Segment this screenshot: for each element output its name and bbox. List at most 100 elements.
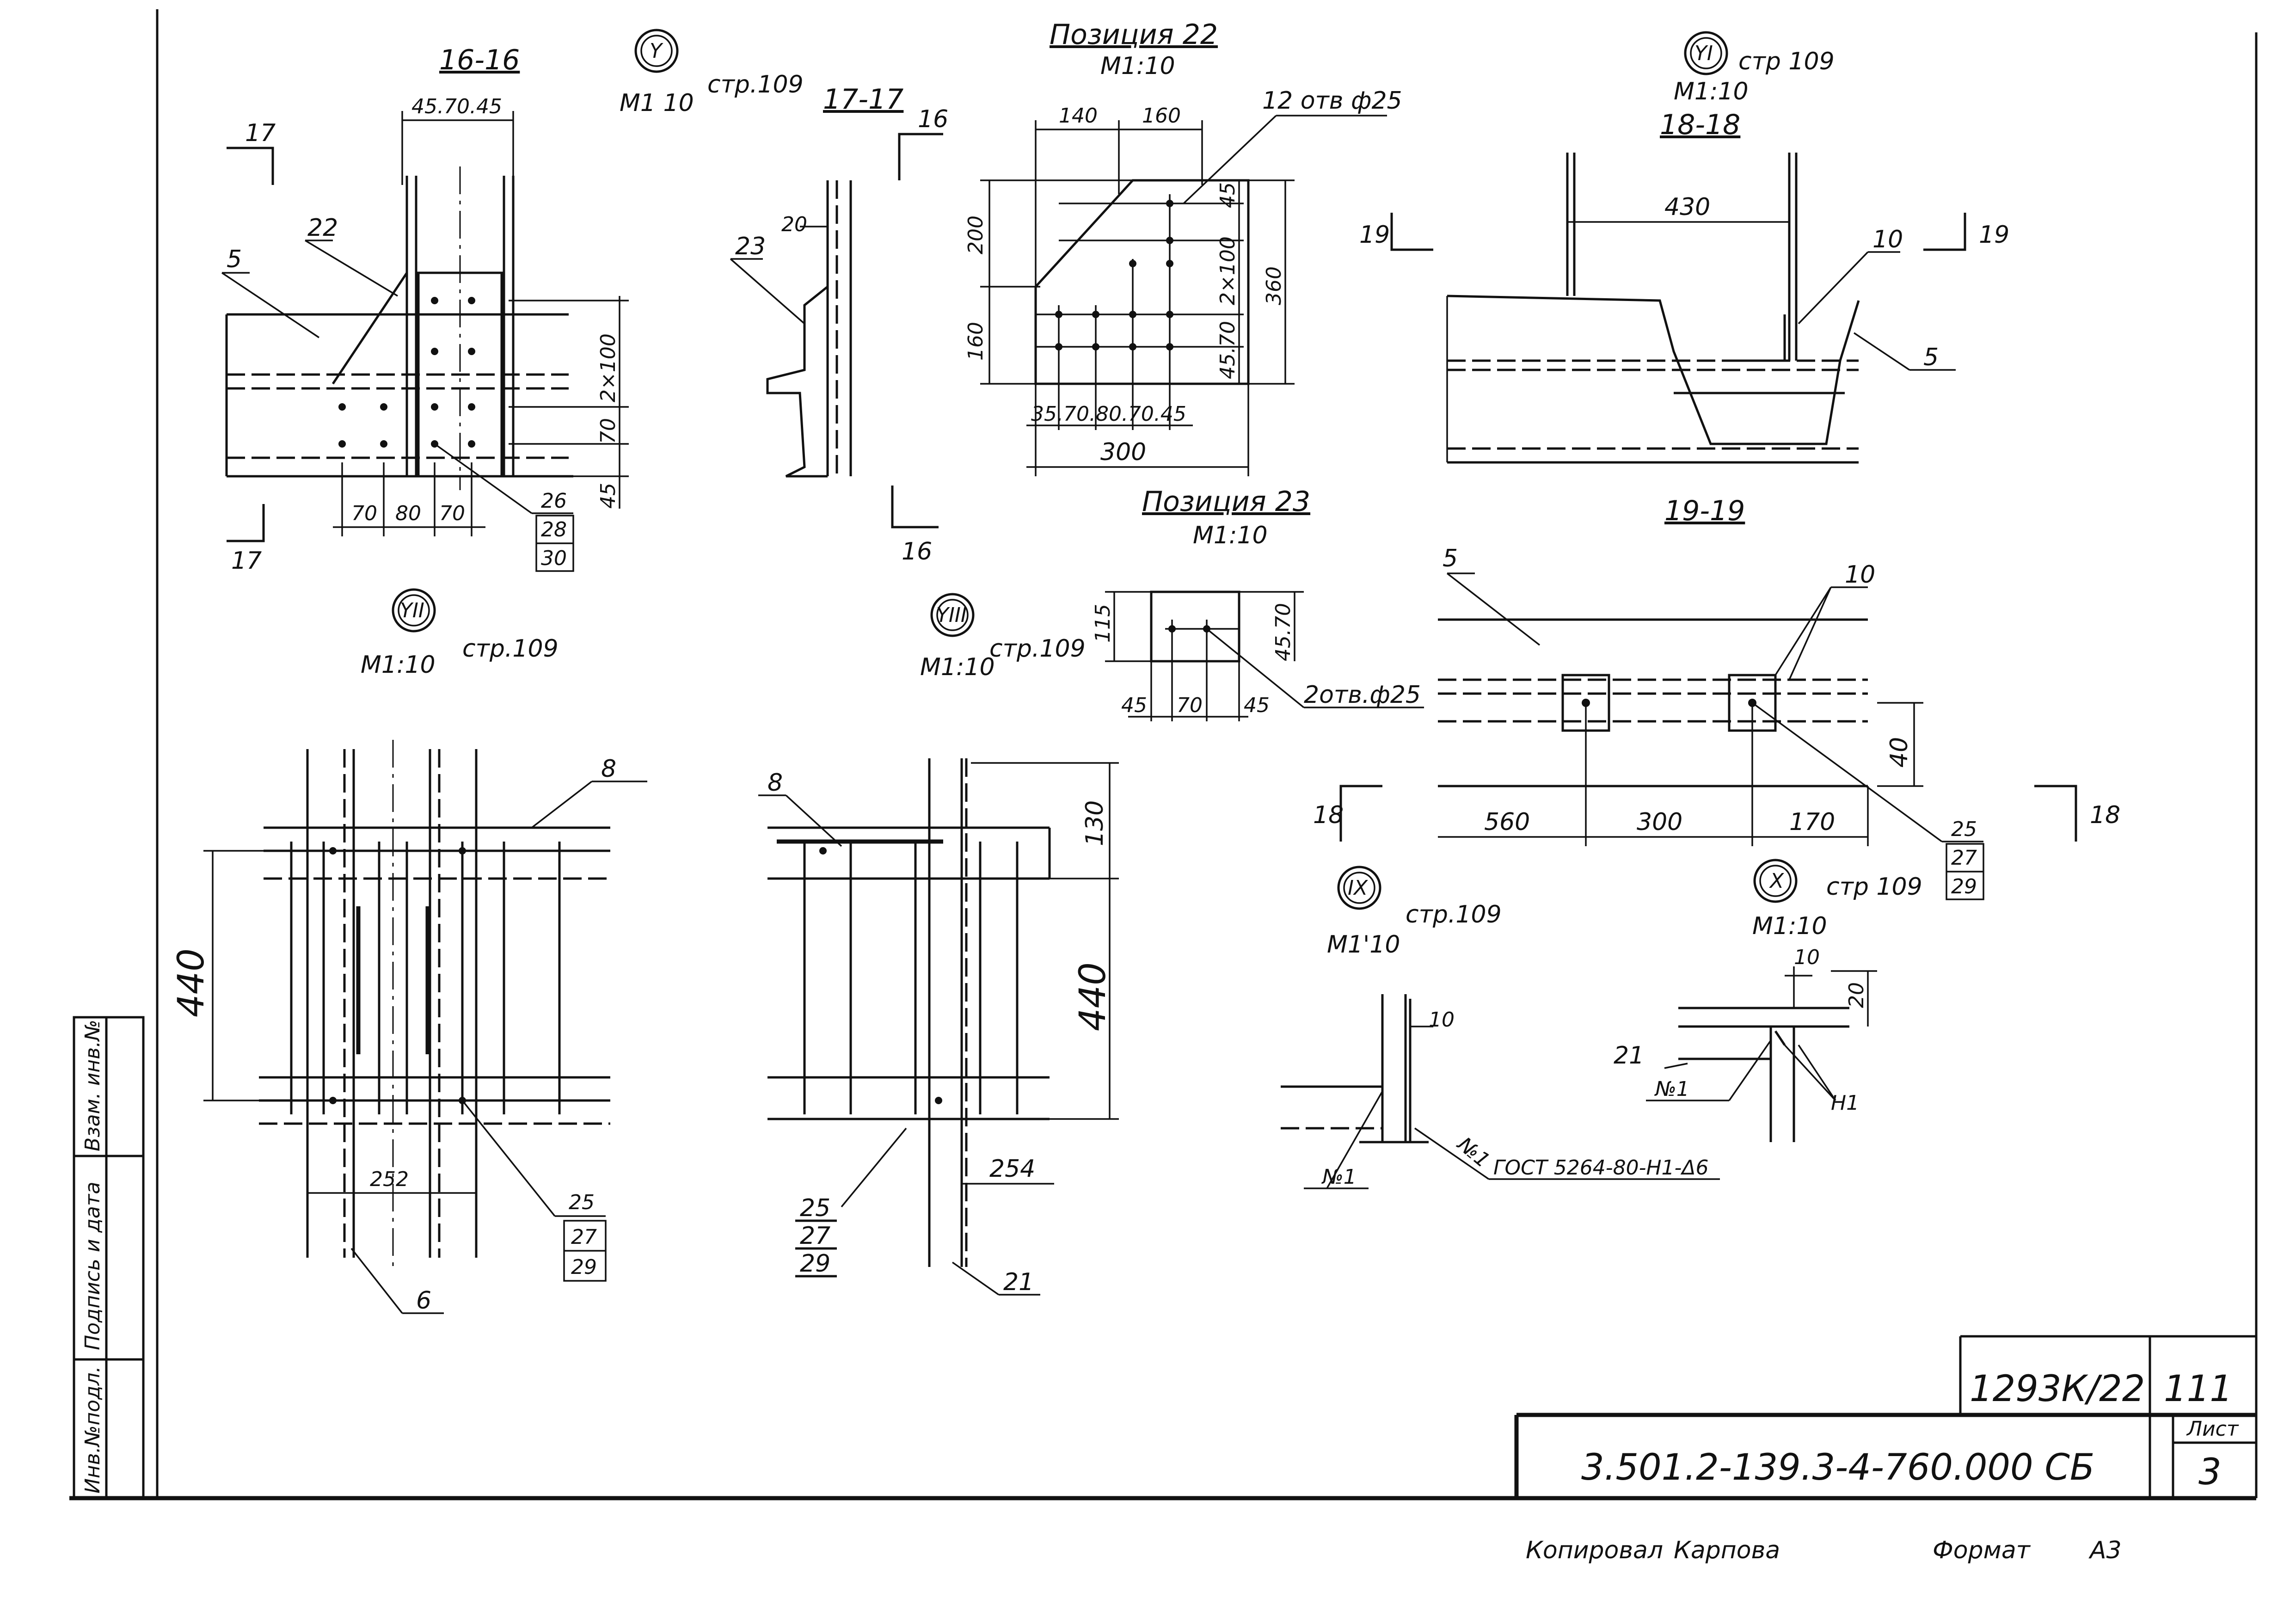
s19-dim-300: 300 [1637,808,1682,836]
p22-dim-160v: 160 [964,322,988,361]
position-23-title: Позиция 23 [1142,486,1310,518]
stack-16-c: 30 [541,547,567,570]
dim-16-top: 45.70.45 [411,95,502,118]
callout-VIII-scale: М1:10 [920,653,995,681]
part-23-label: 23 [735,233,766,260]
cut-19-left: 19 [1359,221,1390,249]
callout-VI-ref: стр 109 [1738,48,1835,75]
order-number: 1293К/22 [1970,1368,2145,1410]
callout-VI-numeral: YI [1694,42,1713,65]
stack-VIII-c: 29 [800,1250,830,1278]
detail-X: 10 20 21 №1 Н1 [1614,946,1877,1142]
side-stamp: Взам. инв.№ Подпись и дата Инв.№подл. [73,1016,145,1500]
cut-18-left: 18 [1313,801,1344,829]
section-18-title: 18-18 [1660,109,1740,141]
dim-16-70: 70 [596,418,620,444]
part-21-label-b: 21 [1614,1042,1644,1070]
section-17-17: 17-17 20 23 16 16 [730,83,948,566]
section-18-18: 18-18 430 10 5 19 19 [1359,109,2009,464]
p23-dim-4570: 45.70 [1271,603,1295,661]
callout-X-ref: стр 109 [1826,873,1922,901]
callout-X-scale: М1:10 [1752,912,1827,940]
stamp-sign-date: Подпись и дата [81,1182,104,1350]
stack-VIII-b: 27 [800,1222,830,1250]
document-code: 3.501.2-139.3-4-760.000 СБ [1581,1447,2094,1488]
part-22-label: 22 [307,214,338,242]
p22-dim-160: 160 [1142,104,1181,128]
stack-VII-b: 27 [571,1225,597,1249]
cut-16-top: 16 [918,105,948,133]
detail-VIII: 130 440 254 8 21 25 27 29 [758,758,1119,1296]
p23-dim-115: 115 [1091,604,1115,643]
callout-VII: YII стр.109 М1:10 [361,588,559,679]
weld-note: ГОСТ 5264-80-Н1-Δ6 [1493,1156,1709,1180]
section-17-title: 17-17 [823,83,903,116]
cut-19-right: 19 [1979,221,2009,249]
section-16-16: 16-16 45.70.45 2×100 70 45 [221,44,629,575]
n1-label-b: №1 [1452,1131,1495,1172]
cut-18-right: 18 [2090,801,2120,829]
d7-dim-252: 252 [370,1168,409,1191]
part-8-label-a: 8 [601,755,616,783]
stack-19-c: 29 [1951,875,1977,898]
dx-dim-20: 20 [1845,982,1868,1008]
sheet-label: Лист [2186,1417,2239,1441]
d9-dim-10: 10 [1429,1008,1455,1032]
callout-V-ref: стр.109 [707,71,804,98]
position-22-scale: М1:10 [1100,52,1175,80]
dim-16-45: 45 [596,483,620,509]
n1-label-c: Н1 [1831,1091,1859,1115]
p23-holes: 2отв.ф25 [1304,681,1421,709]
footer-copier: Карпова [1674,1537,1780,1564]
callout-VI: YI стр 109 М1:10 [1674,31,1835,105]
section-19-19: 19-19 5 10 560 300 170 40 25 27 29 [1313,495,2120,900]
callout-V: Y стр.109 М1 10 [620,29,804,117]
callout-X: X стр 109 М1:10 [1752,859,1922,940]
stack-16-b: 28 [541,518,567,541]
detail-VII: 440 252 8 6 25 27 29 [171,740,647,1315]
callout-VII-numeral: YII [400,599,424,622]
part-21-label-a: 21 [1003,1268,1034,1296]
cut-17-bottom: 17 [231,547,262,575]
stack-VIII-a: 25 [800,1194,830,1222]
callout-V-numeral: Y [650,39,663,63]
p23-dim-45b: 45 [1244,694,1270,717]
d8-dim-254: 254 [989,1155,1035,1183]
dim-16-b2: 80 [395,502,421,525]
p22-dim-140: 140 [1059,104,1098,128]
stack-VII-a: 25 [569,1191,595,1214]
part-5-label-c: 5 [1443,545,1458,572]
stack-19-b: 27 [1951,846,1977,870]
footer-format-value: А3 [2088,1537,2122,1564]
sheet-number: 3 [2198,1451,2222,1493]
stack-VII-c: 29 [571,1255,597,1279]
d7-dim-440: 440 [171,948,212,1017]
dim-17-20: 20 [781,213,807,236]
callout-VI-scale: М1:10 [1674,78,1749,105]
detail-IX: 10 №1 №1 ГОСТ 5264-80-Н1-Δ6 [1281,994,1720,1189]
sheet-frame [69,9,2258,1500]
callout-IX-ref: стр.109 [1406,901,1502,928]
cut-16-bottom: 16 [902,538,932,566]
p22-dim-45: 45 [1216,182,1240,208]
position-22-title: Позиция 22 [1050,18,1218,51]
part-6-label: 6 [416,1287,431,1315]
d8-dim-440: 440 [1072,962,1114,1031]
stack-19-a: 25 [1951,818,1977,841]
n1-label-a: №1 [1321,1165,1357,1189]
p22-dim-bottom: 35.70.80.70.45 [1031,402,1186,426]
section-19-title: 19-19 [1664,495,1745,527]
footer-copied: Копировал [1526,1537,1663,1564]
position-23-scale: М1:10 [1193,522,1268,549]
p23-dim-70: 70 [1177,694,1203,717]
p22-dim-4570: 45.70 [1216,321,1240,379]
callout-IX-numeral: IX [1348,876,1368,900]
p22-holes: 12 отв ф25 [1262,87,1402,115]
dim-16-b1: 70 [351,502,377,525]
stamp-inv-orig: Инв.№подл. [81,1366,104,1494]
part-5-label-a: 5 [227,246,242,273]
page-number: 111 [2164,1368,2233,1410]
p22-dim-300: 300 [1100,438,1146,466]
p22-dim-2x100: 2×100 [1216,236,1240,305]
callout-IX: IX стр.109 М1'10 [1327,866,1502,959]
